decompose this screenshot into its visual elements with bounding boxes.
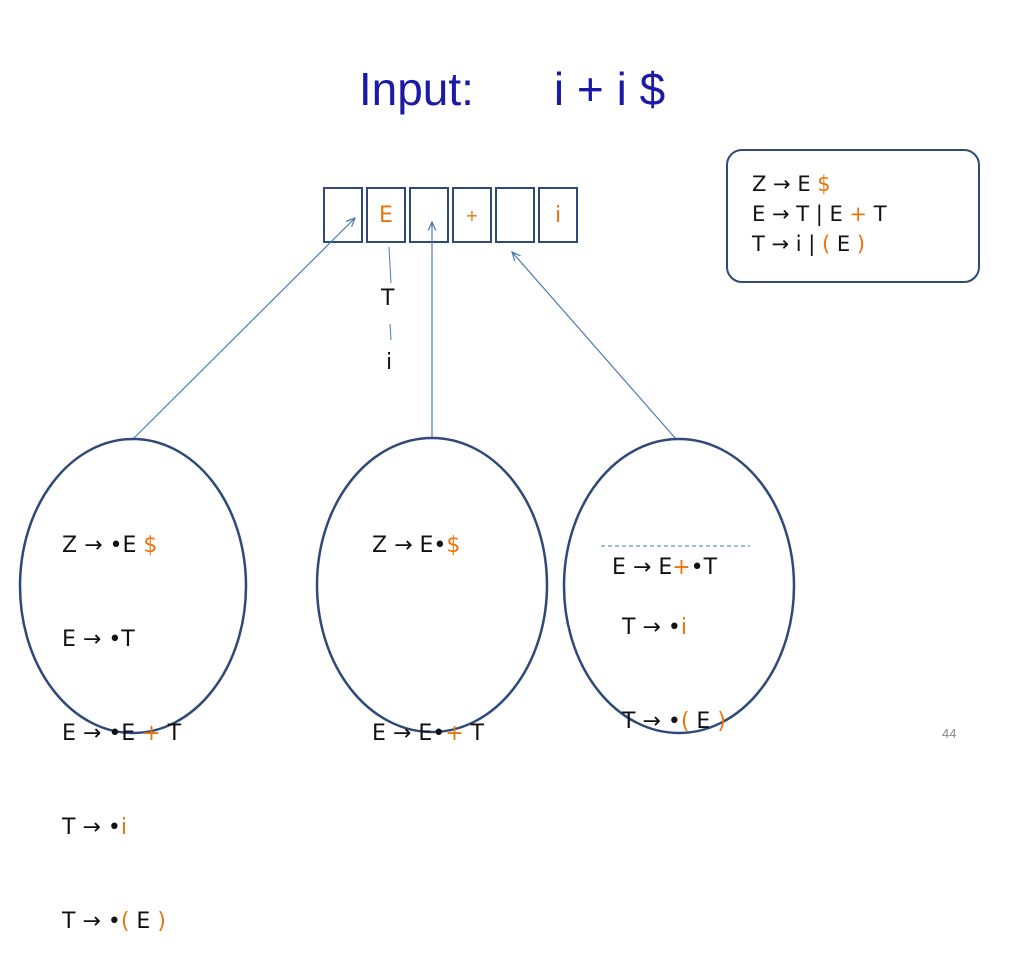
symbol-text: T [463,721,485,746]
grammar-rule: T → i | ( E ) [752,229,978,259]
goto-arrow-right [512,252,677,440]
item-line: T → •i [62,806,181,850]
title-label: Input: [358,63,474,115]
symbol-text: T [867,202,887,226]
symbol-terminal: ) [717,709,726,734]
item-line: E → •E + T [62,712,181,756]
tree-edge [388,246,392,284]
items-right-closure: T → •i T → •( E ) [622,556,726,769]
stack-cell: E [366,187,406,243]
tree-edge [389,323,392,341]
symbol-text: E [689,709,718,734]
parse-stack: E + i [323,187,581,243]
symbol-text: Z → •E [62,533,144,558]
item-line: E → •T [62,618,181,662]
items-middle: Z → E•$ E → E•+ T [372,474,484,781]
symbol-terminal: + [849,202,868,226]
symbol-text: •T [690,555,718,580]
diagram-lines [18,0,796,735]
symbol-terminal: $ [446,533,461,558]
symbol-terminal: + [672,555,691,580]
symbol-terminal: ( [680,709,690,734]
symbol-text: E [830,232,857,256]
symbol-text: T [160,721,182,746]
item-set-left [18,437,248,735]
stack-cell [323,187,363,243]
item-line: T → •( E ) [62,900,181,944]
symbol-text: E → T | E [752,202,850,226]
tree-node-i: i [386,350,393,375]
item-line: T → •( E ) [622,700,726,744]
item-set-middle [315,436,549,734]
page-number: 44 [942,726,957,741]
symbol-terminal: i [680,615,687,640]
symbol-terminal: ) [157,909,166,934]
grammar-rule: Z → E $ [752,169,978,199]
symbol-text: E → •E [62,721,143,746]
title-input: i + i $ [553,63,666,115]
stack-cell: + [452,187,492,243]
symbol-text: T → • [622,709,681,734]
symbol-terminal: ) [856,232,866,256]
grammar-rule: E → T | E + T [752,199,978,229]
goto-arrow-left [132,218,355,440]
item-line: T → •i [622,606,726,650]
item-line: Z → E•$ [372,524,484,568]
stack-cell [495,187,535,243]
items-left: Z → •E $ E → •T E → •E + T T → •i T → •(… [62,474,181,969]
symbol-text: T → • [62,909,121,934]
symbol-text: T → i | [752,232,823,256]
symbol-text: E → •T [62,627,135,652]
symbol-terminal: + [445,721,464,746]
grammar-box: Z → E $ E → T | E + T T → i | ( E ) [726,149,980,283]
symbol-text: T → • [62,815,121,840]
symbol-terminal: ( [120,909,130,934]
symbol-terminal: i [120,815,127,840]
item-line: Z → •E $ [62,524,181,568]
symbol-terminal: + [142,721,161,746]
symbol-text: Z → E• [372,533,447,558]
slide-title: Input: i + i $ [0,62,1024,116]
symbol-text: E → E• [372,721,446,746]
tree-node-t: T [381,286,395,311]
symbol-text: T → • [622,615,681,640]
symbol-text: E → E [612,555,673,580]
symbol-terminal: $ [143,533,158,558]
symbol-text: E [129,909,158,934]
symbol-text: Z → E [752,172,818,196]
item-line: E → E•+ T [372,712,484,756]
item-line: E → E+•T [612,546,717,590]
stack-cell [409,187,449,243]
stack-cell: i [538,187,578,243]
item-set-right [562,437,796,735]
symbol-terminal: $ [817,172,831,196]
items-right-kernel: E → E+•T [612,496,717,615]
symbol-terminal: ( [822,232,831,256]
